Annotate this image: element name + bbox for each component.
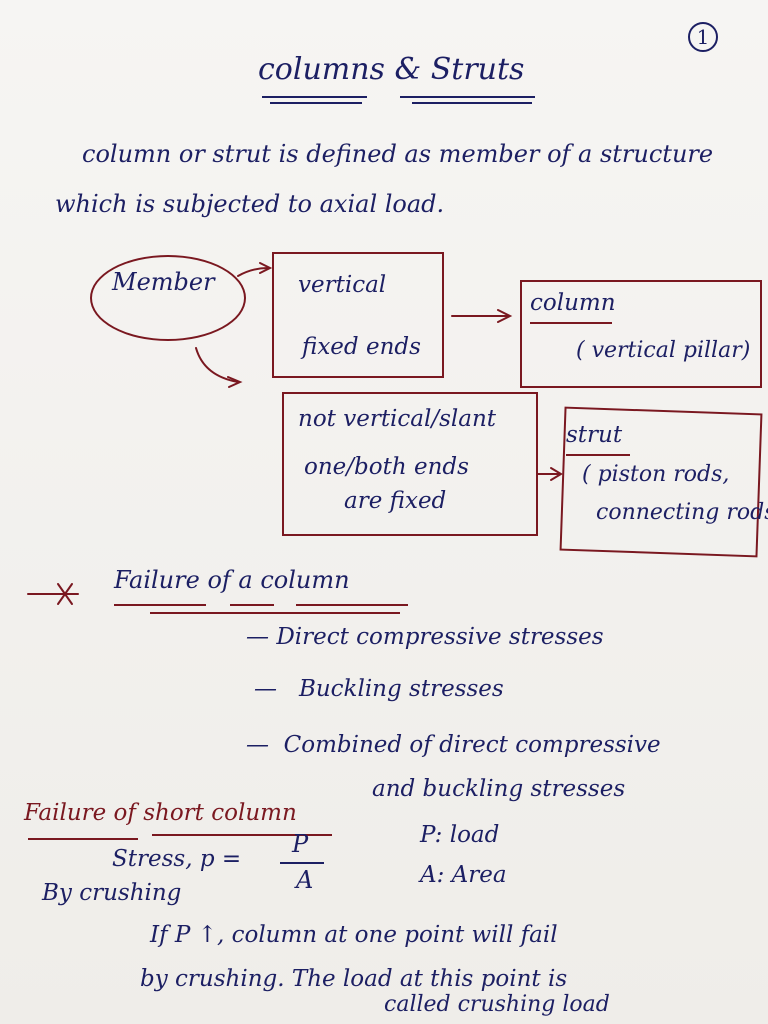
stress-numerator: P: [292, 830, 309, 858]
column-underline: [530, 322, 612, 324]
failure-underline-2: [230, 604, 274, 606]
conclusion-line-2: by crushing. The load at this point is: [140, 966, 568, 992]
vertical-box-line-2: fixed ends: [302, 334, 421, 360]
member-ellipse: [90, 255, 246, 341]
slant-box-line-3: are fixed: [344, 488, 447, 514]
a-definition: A: Area: [420, 862, 507, 888]
strut-underline: [566, 454, 630, 456]
failure-heading: Failure of a column: [114, 566, 350, 594]
column-box: [520, 280, 762, 388]
strut-box-line-2: ( piston rods,: [582, 462, 730, 487]
short-column-underline-2: [152, 834, 332, 836]
arrow-member-to-slant: [195, 347, 239, 383]
title-underline-3: [400, 96, 535, 98]
failure-underline-4: [150, 612, 400, 614]
short-column-underline-1: [28, 838, 138, 840]
arrow-member-to-vertical: [237, 267, 269, 277]
conclusion-line-1: If P ↑, column at one point will fail: [150, 922, 558, 948]
failure-underline-3: [296, 604, 408, 606]
failure-underline-1: [114, 604, 206, 606]
failure-item-2: — Buckling stresses: [254, 676, 504, 702]
fraction-bar: [280, 862, 324, 864]
stress-label: Stress, p =: [112, 846, 242, 872]
page-number: 1: [688, 22, 718, 52]
slant-box-line-1: not vertical/slant: [298, 406, 497, 432]
by-crushing: By crushing: [42, 880, 182, 906]
slant-box: [282, 392, 538, 536]
page-title: columns & Struts: [258, 52, 525, 87]
failure-item-3: — Combined of direct compressive: [246, 732, 661, 758]
title-underline-1: [262, 96, 367, 98]
slant-box-line-2: one/both ends: [304, 454, 469, 480]
title-underline-2: [270, 102, 362, 104]
strut-box-line-3: connecting rods): [596, 500, 768, 525]
p-definition: P: load: [420, 822, 500, 848]
column-box-line-1: column: [530, 290, 616, 316]
conclusion-line-3: called crushing load: [384, 992, 610, 1017]
definition-line-2: which is subjected to axial load.: [55, 190, 445, 218]
failure-item-1: — Direct compressive stresses: [246, 624, 604, 650]
vertical-box-line-1: vertical: [298, 272, 387, 298]
column-box-line-2: ( vertical pillar): [576, 338, 751, 363]
failure-item-4: and buckling stresses: [372, 776, 626, 802]
title-underline-4: [412, 102, 532, 104]
star-bullet-icon: [52, 583, 78, 605]
short-column-heading: Failure of short column: [24, 800, 297, 826]
strut-box-line-1: strut: [566, 422, 623, 448]
vertical-box: [272, 252, 444, 378]
stress-denominator: A: [296, 866, 314, 894]
member-label: Member: [112, 268, 215, 296]
definition-line-1: column or strut is defined as member of …: [82, 140, 714, 168]
